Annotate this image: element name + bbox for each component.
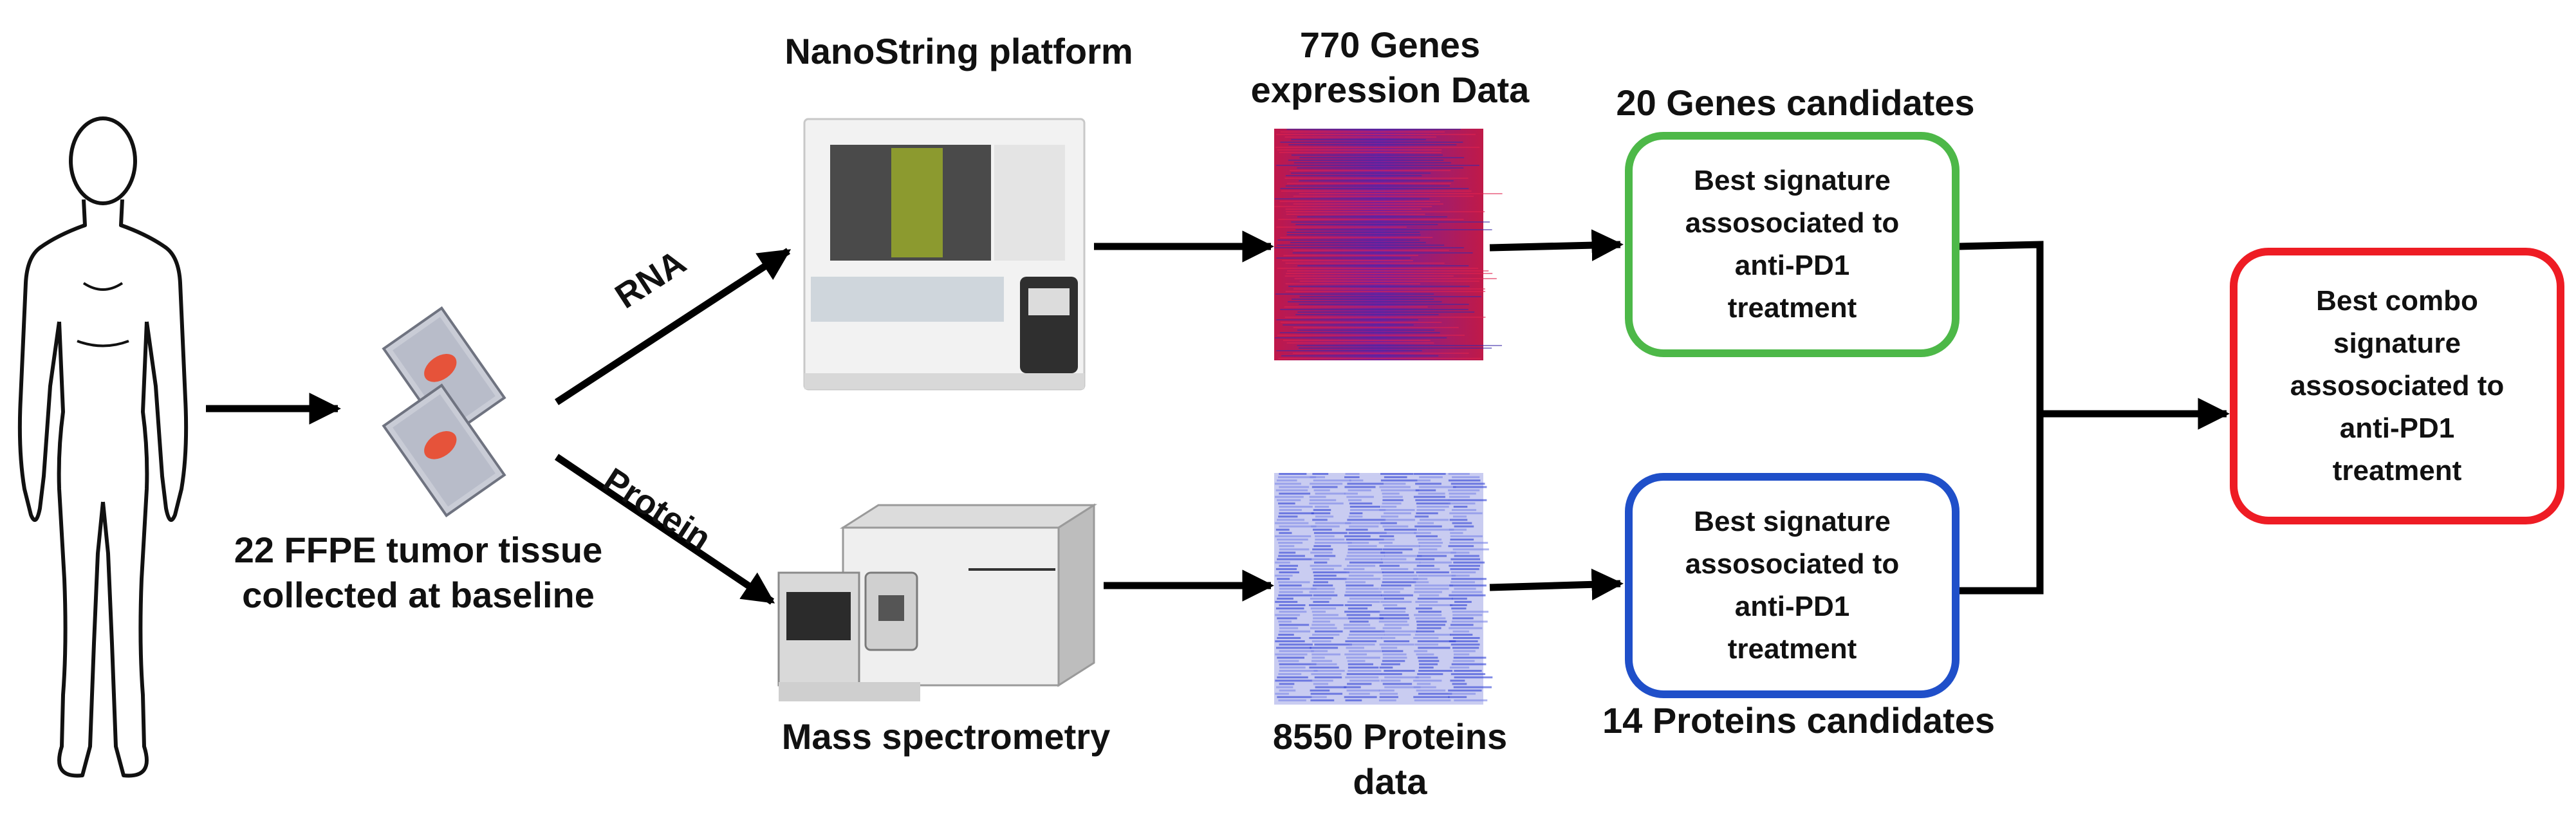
proteins-signature-text: Best signature assosociated to anti-PD1 …: [1685, 506, 1900, 665]
tissue-slides-icon: [382, 306, 506, 517]
nanostring-label: NanoString platform: [784, 31, 1133, 71]
genes-expression-heatmap: [1274, 129, 1503, 360]
proteins-candidates-label: 14 Proteins candidates: [1602, 700, 1995, 741]
massspec-label: Mass spectrometry: [781, 716, 1111, 757]
tissue-label: 22 FFPE tumor tissue collected at baseli…: [234, 530, 603, 615]
mass-spectrometer-icon: [777, 503, 1098, 701]
nanostring-instrument-icon: [803, 118, 1086, 391]
combo-signature-text: Best combo signature assosociated to ant…: [2290, 285, 2505, 486]
arrow-rna: [554, 248, 792, 405]
proteins-data-label: 8550 Proteins data: [1272, 716, 1508, 802]
proteins-signature-box: Best signature assosociated to anti-PD1 …: [1625, 473, 1960, 698]
arrow-protein: [554, 454, 775, 605]
genes-signature-box: Best signature assosociated to anti-PD1 …: [1625, 132, 1960, 357]
genes-candidates-label: 20 Genes candidates: [1616, 82, 1975, 123]
genes-signature-text: Best signature assosociated to anti-PD1 …: [1685, 165, 1900, 324]
genes-data-label: 770 Genes expression Data: [1250, 24, 1530, 110]
flow-arrows: [206, 229, 2230, 605]
proteins-heatmap: [1274, 473, 1493, 705]
arrow-genes-to-signature: [1489, 229, 1624, 261]
merge-connector: [1958, 241, 2044, 595]
combo-signature-box: Best combo signature assosociated to ant…: [2230, 248, 2564, 524]
arrow-proteins-to-signature: [1489, 568, 1624, 601]
human-silhouette-icon: [17, 116, 189, 778]
